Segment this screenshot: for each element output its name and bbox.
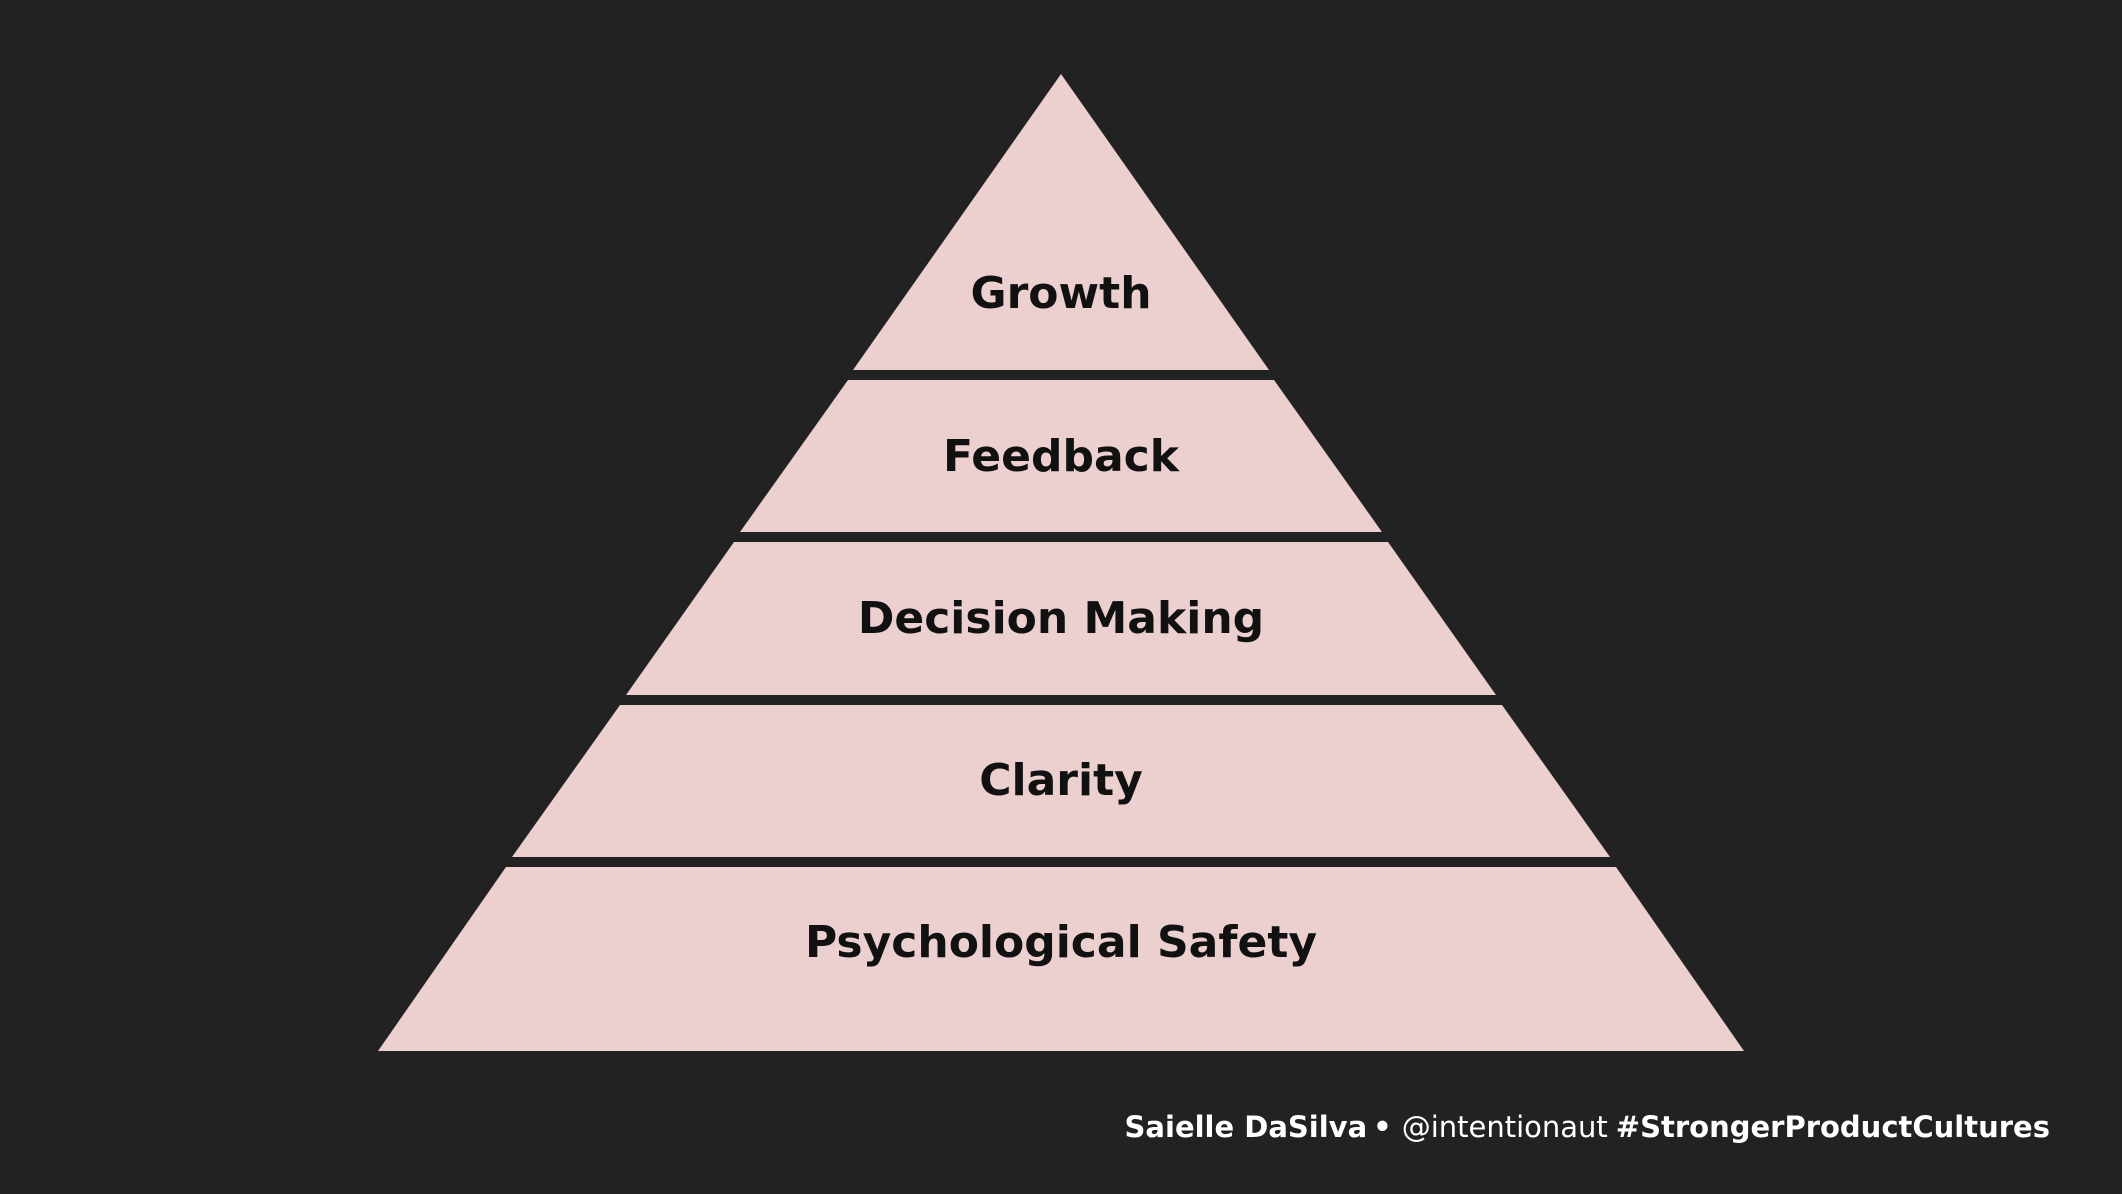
tier-psychological-safety-shape [378,867,1744,1051]
tier-psychological-safety-label: Psychological Safety [805,917,1317,968]
tier-clarity-shape [512,705,1610,857]
tier-growth-shape [853,74,1269,370]
tier-feedback-label: Feedback [943,431,1181,482]
tier-feedback-shape [740,380,1382,532]
social-handle: @intentionaut [1401,1110,1608,1144]
tier-psychological-safety: Psychological Safety [378,867,1744,1051]
tier-clarity: Clarity [512,705,1610,857]
tier-growth-label: Growth [970,268,1151,319]
tier-clarity-label: Clarity [979,755,1143,806]
tier-feedback: Feedback [740,380,1382,532]
author-name: Saielle DaSilva [1124,1110,1368,1144]
hashtag: #StrongerProductCultures [1615,1110,2050,1144]
tier-decision-making-shape [626,542,1496,695]
tier-growth: Growth [853,74,1269,370]
tier-decision-making: Decision Making [626,542,1496,695]
tier-decision-making-label: Decision Making [858,593,1264,644]
separator-dot: • [1373,1110,1392,1144]
footer-credit: Saielle DaSilva• @intentionaut#StrongerPr… [1125,1110,2050,1144]
